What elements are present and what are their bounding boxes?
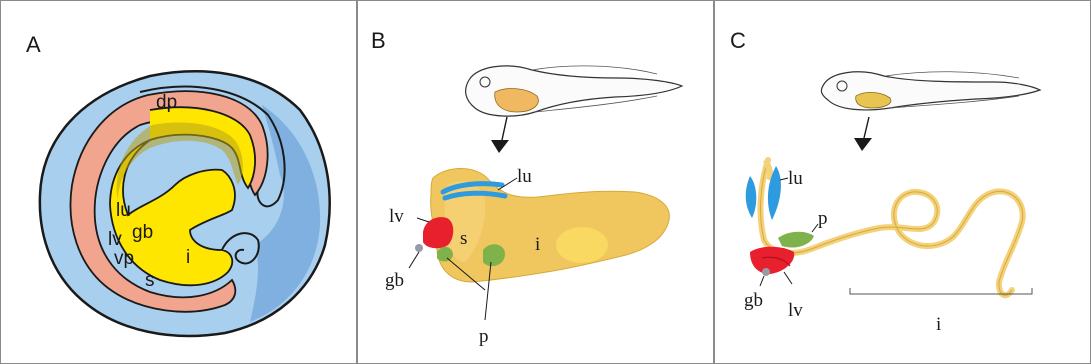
gallbladder-b bbox=[415, 244, 423, 252]
arrow-c-head bbox=[854, 138, 872, 151]
liver-c bbox=[750, 247, 794, 274]
label-vp: vp bbox=[114, 248, 134, 269]
label-b-p: p bbox=[479, 326, 489, 347]
lung-c-2 bbox=[746, 176, 757, 218]
label-s: s bbox=[145, 270, 155, 291]
tadpole-c bbox=[821, 72, 1040, 110]
panel-b-drawing: B bbox=[357, 0, 714, 364]
arrow-c-shaft bbox=[864, 117, 869, 138]
panel-c-drawing: C bbox=[714, 0, 1091, 364]
panel-a: A dp lu gb lv vp i s bbox=[0, 0, 357, 364]
tadpole-b bbox=[466, 66, 682, 116]
label-c-lu: lu bbox=[788, 168, 803, 189]
label-b-s: s bbox=[460, 228, 467, 249]
label-gb: gb bbox=[132, 222, 153, 243]
leader-c-lv bbox=[784, 272, 792, 284]
label-b-lu: lu bbox=[517, 166, 532, 187]
label-b-lv: lv bbox=[389, 206, 404, 227]
label-b-i: i bbox=[535, 234, 540, 255]
label-b-gb: gb bbox=[385, 270, 404, 291]
label-i: i bbox=[186, 247, 190, 268]
label-c-gb: gb bbox=[744, 290, 763, 311]
leader-b-gb bbox=[409, 252, 419, 268]
leader-c-gb bbox=[760, 276, 764, 286]
label-dp: dp bbox=[156, 92, 177, 113]
panel-c: C bbox=[714, 0, 1091, 364]
panel-b: B bbox=[357, 0, 714, 364]
intestine-highlight-b bbox=[556, 227, 608, 263]
arrow-b-head bbox=[491, 140, 509, 153]
leader-b-lv bbox=[417, 218, 429, 222]
panel-b-frame bbox=[358, 1, 714, 364]
tadpole-c-body bbox=[821, 72, 1040, 110]
panel-c-letter: C bbox=[730, 28, 746, 53]
leader-c-lu bbox=[780, 178, 788, 180]
gallbladder-c bbox=[762, 268, 770, 276]
pancreas-c bbox=[778, 232, 814, 248]
label-lu: lu bbox=[116, 200, 131, 221]
label-c-p: p bbox=[818, 208, 828, 229]
panel-b-letter: B bbox=[371, 28, 386, 53]
label-lv: lv bbox=[108, 229, 122, 250]
panel-a-letter: A bbox=[26, 32, 41, 57]
arrow-b-shaft bbox=[502, 117, 507, 140]
panel-a-drawing: A dp lu gb lv vp i s bbox=[0, 0, 357, 364]
label-c-lv: lv bbox=[788, 300, 803, 321]
label-c-i: i bbox=[936, 314, 941, 335]
